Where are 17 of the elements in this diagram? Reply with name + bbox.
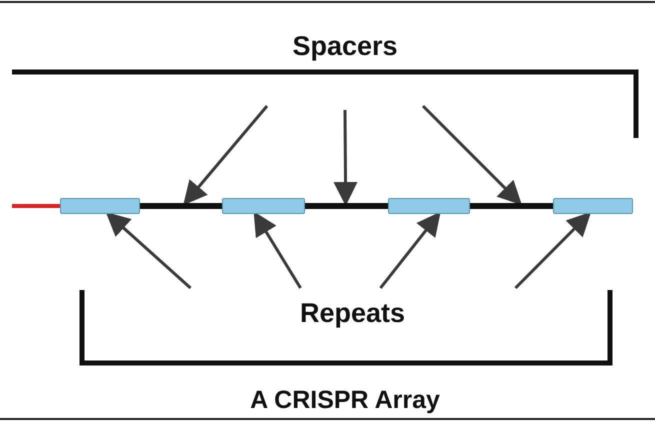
arrow [334,110,358,206]
node-label: Spacers [235,22,455,130]
spacer-segment [140,203,222,209]
repeat-box [222,198,305,214]
repeat-box [553,198,633,214]
arrow [183,105,268,206]
arrow [254,211,302,289]
repeat-box [60,198,140,214]
caption: A CRISPR Array [249,385,441,416]
arrow [422,104,522,206]
node-label: Repeats [185,288,520,338]
repeat-box [388,198,470,214]
arrow [106,212,192,290]
spacer-segment [470,203,553,209]
spacer-segment [305,203,388,209]
arrow [514,212,592,290]
arrow [379,212,441,289]
